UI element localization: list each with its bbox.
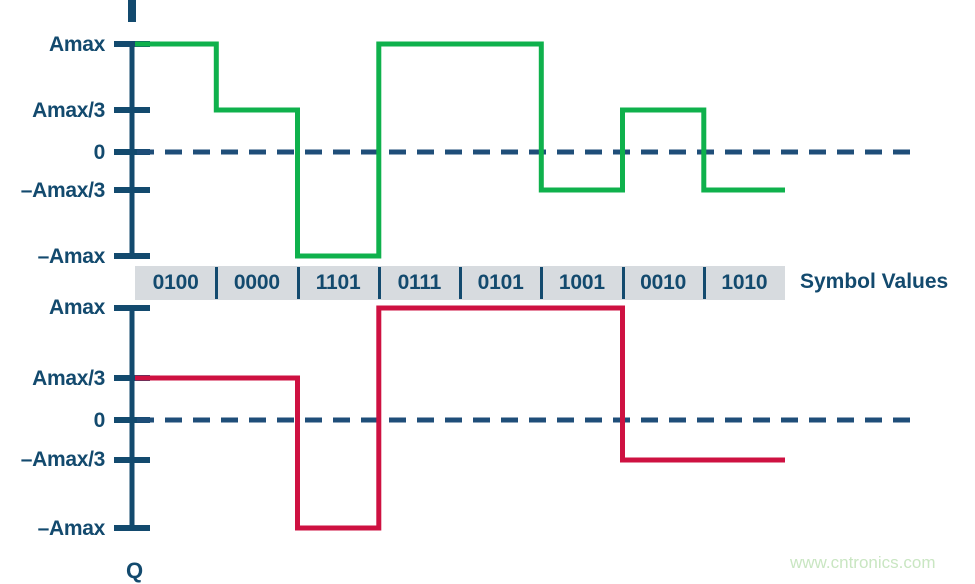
symbol-cell: 0000	[215, 266, 297, 300]
q-waveform-trace	[135, 305, 785, 531]
symbol-values-label: Symbol Values	[800, 270, 949, 293]
q-tick-label-neg-amax: –Amax	[37, 517, 106, 540]
q-tick-label-amax-over-3: Amax/3	[32, 367, 105, 390]
q-tick-label-zero: 0	[93, 409, 106, 432]
i-tick-label-amax: Amax	[49, 33, 105, 56]
symbol-cell: 0111	[377, 266, 460, 300]
i-tick-label-neg-amax: –Amax	[37, 245, 106, 268]
symbol-cell: 1001	[540, 266, 622, 300]
i-tick-label-zero: 0	[93, 141, 106, 164]
i-tick-label-neg-amax-over-3: –Amax/3	[20, 179, 106, 202]
symbol-cell: 0100	[152, 271, 199, 294]
symbol-cell: 1101	[296, 266, 379, 300]
symbol-cell: 1010	[702, 266, 785, 300]
q-tick-label-amax: Amax	[49, 296, 105, 319]
i-axis-marker-icon	[128, 0, 136, 22]
q-axis-name: Q	[126, 558, 144, 583]
symbol-cell: 0010	[621, 266, 704, 300]
symbol-values-band: 0100 0000 1101 0111 0101 1001 0010 1010	[135, 266, 785, 300]
i-tick-label-amax-over-3: Amax/3	[32, 99, 105, 122]
i-axis	[114, 41, 150, 259]
i-waveform-trace	[135, 41, 785, 259]
watermark-text: www.cntronics.com	[790, 553, 936, 572]
q-tick-label-neg-amax-over-3: –Amax/3	[20, 448, 106, 471]
symbol-cell: 0101	[458, 266, 541, 300]
